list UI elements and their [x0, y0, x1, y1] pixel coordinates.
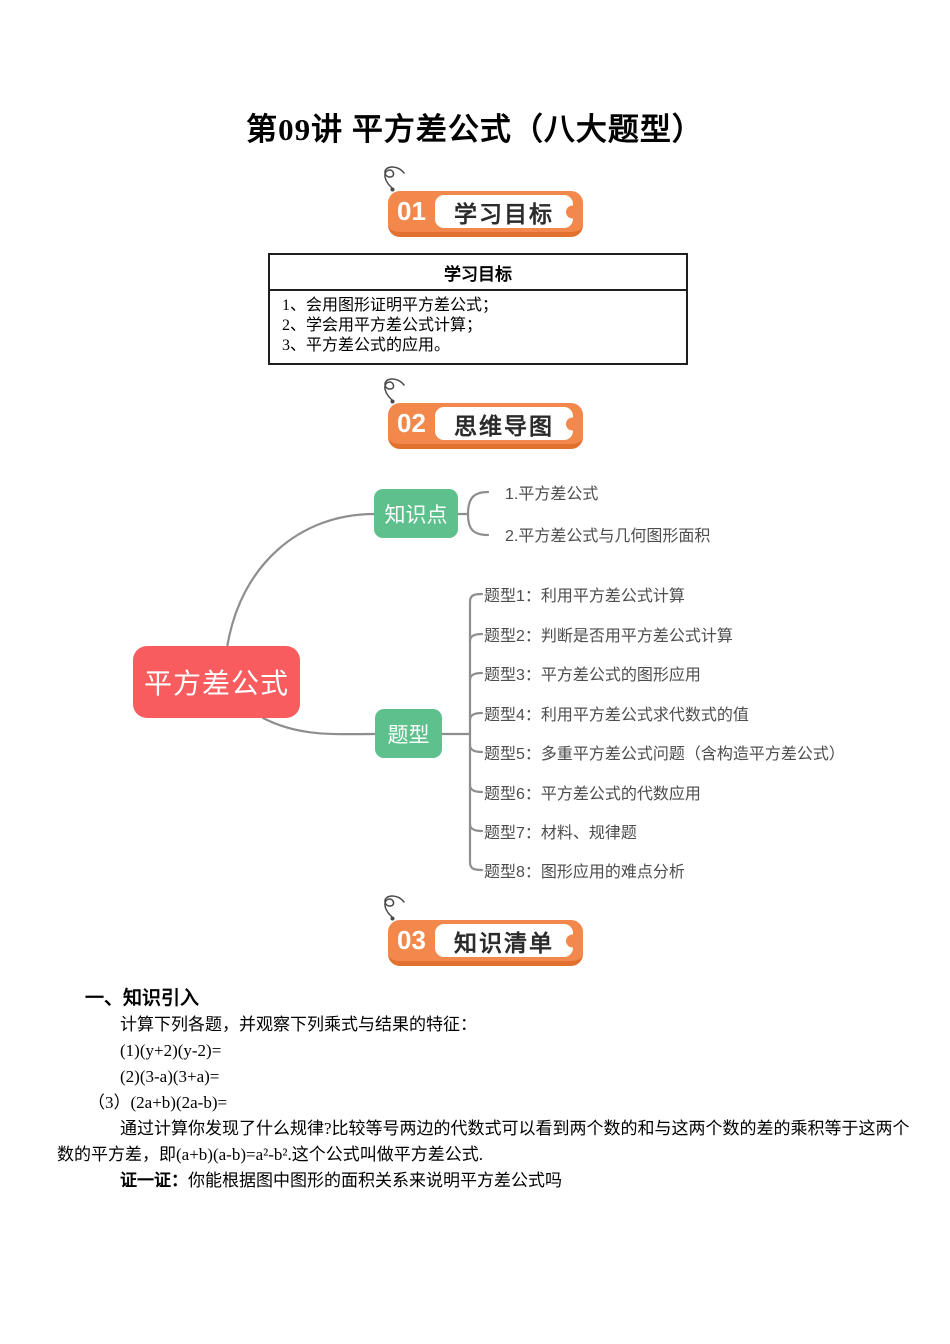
- badge-label-pill: 思维导图: [435, 407, 579, 440]
- notch-decoration: [566, 205, 579, 218]
- mindmap-leaf: 题型1：利用平方差公式计算: [484, 588, 685, 605]
- notch-decoration: [566, 934, 579, 947]
- clip-icon: [384, 895, 405, 921]
- badge-label: 知识清单: [454, 929, 554, 956]
- mindmap-leaf: 题型8：图形应用的难点分析: [484, 864, 685, 881]
- mindmap-leaf: 1.平方差公式: [505, 486, 599, 503]
- mindmap-leaf: 题型5：多重平方差公式问题（含构造平方差公式）: [484, 746, 845, 763]
- mindmap-branch-knowledge: 知识点: [374, 489, 458, 538]
- objective-item: 2、学会用平方差公式计算；: [282, 317, 483, 334]
- badge-label: 思维导图: [454, 412, 554, 439]
- badge-label-pill: 学习目标: [435, 195, 579, 228]
- badge-number: 01: [397, 196, 426, 226]
- mindmap-leaf: 题型3：平方差公式的图形应用: [484, 667, 701, 684]
- knowledge-intro-section: 一、知识引入 计算下列各题，并观察下列乘式与结果的特征： (1)(y+2)(y-…: [57, 986, 910, 1194]
- prove-line: 证一证：你能根据图中图形的面积关系来说明平方差公式吗: [57, 1168, 910, 1194]
- prove-label: 证一证：: [120, 1171, 188, 1190]
- objectives-table: 学习目标 1、会用图形证明平方差公式； 2、学会用平方差公式计算； 3、平方差公…: [268, 253, 688, 365]
- section-badge-01: 01 学习目标: [384, 166, 583, 237]
- mindmap-branch-types: 题型: [375, 709, 442, 758]
- badge-number: 02: [397, 408, 426, 438]
- badge-label-pill: 知识清单: [435, 924, 579, 957]
- section-badge-02: 02 思维导图: [384, 378, 583, 449]
- mindmap-leaf: 题型4：利用平方差公式求代数式的值: [484, 707, 749, 724]
- equation-line: (1)(y+2)(y-2)=: [120, 1041, 222, 1060]
- section-badge-03: 03 知识清单: [384, 895, 583, 966]
- mindmap-leaf: 题型6：平方差公式的代数应用: [484, 786, 701, 803]
- equation-line: （3）(2a+b)(2a-b)=: [88, 1093, 228, 1112]
- section-heading: 一、知识引入: [85, 988, 200, 1009]
- objective-item: 3、平方差公式的应用。: [282, 337, 451, 354]
- objectives-table-body: 1、会用图形证明平方差公式； 2、学会用平方差公式计算； 3、平方差公式的应用。: [270, 291, 686, 363]
- prove-text: 你能根据图中图形的面积关系来说明平方差公式吗: [188, 1171, 562, 1190]
- intro-paragraph: 通过计算你发现了什么规律?比较等号两边的代数式可以看到两个数的和与这两个数的差的…: [57, 1119, 910, 1164]
- objective-item: 1、会用图形证明平方差公式；: [282, 297, 499, 314]
- equation-line: (2)(3-a)(3+a)=: [120, 1067, 220, 1086]
- mindmap-leaf: 题型7：材料、规律题: [484, 825, 637, 842]
- mindmap-leaf: 2.平方差公式与几何图形面积: [505, 528, 711, 545]
- clip-icon: [384, 166, 405, 192]
- notch-decoration: [566, 417, 579, 430]
- intro-line: 计算下列各题，并观察下列乘式与结果的特征：: [120, 1015, 477, 1034]
- mindmap-leaf: 题型2：判断是否用平方差公式计算: [484, 628, 733, 645]
- badge-number: 03: [397, 925, 426, 955]
- mindmap-root-node: 平方差公式: [133, 646, 300, 718]
- page-title: 第09讲 平方差公式（八大题型）: [246, 112, 704, 147]
- objectives-table-header: 学习目标: [270, 255, 686, 291]
- badge-label: 学习目标: [454, 200, 554, 227]
- clip-icon: [384, 378, 405, 404]
